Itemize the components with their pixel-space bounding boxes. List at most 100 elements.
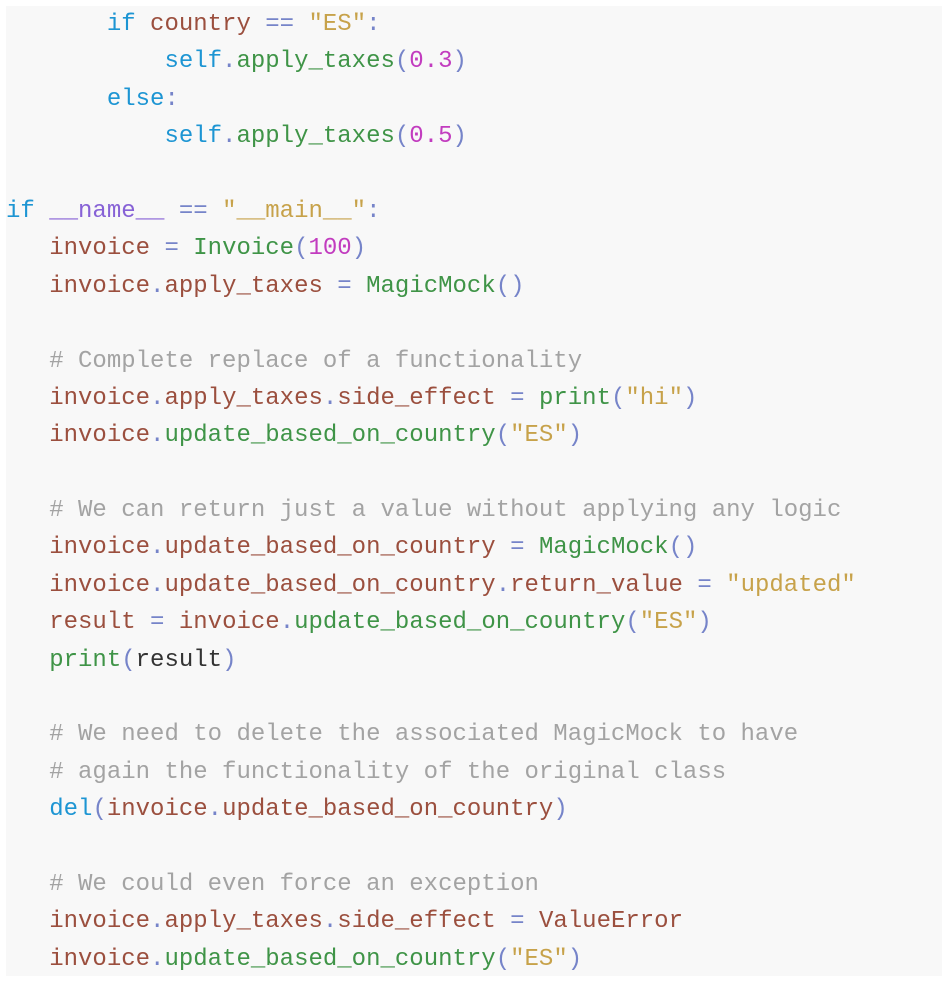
code-line: invoice.apply_taxes.side_effect = ValueE…: [6, 903, 856, 940]
code-line: self.apply_taxes(0.3): [6, 43, 856, 80]
code-token-text: [6, 946, 49, 973]
code-token-comment: # Complete replace of a functionality: [49, 347, 583, 375]
code-token-identifier: invoice: [49, 422, 151, 450]
code-token-function-name: print: [538, 384, 611, 412]
code-line: invoice.update_based_on_country.return_v…: [6, 567, 856, 604]
code-token-identifier: invoice: [106, 796, 208, 824]
code-token-punctuation: .: [222, 48, 237, 76]
code-token-punctuation: :: [366, 11, 381, 38]
code-token-punctuation: ): [222, 646, 237, 674]
code-token-string-literal: "__main__": [222, 197, 367, 225]
code-token-function-name: Invoice: [193, 235, 295, 263]
code-token-function-name: print: [49, 646, 122, 674]
code-token-keyword: if: [6, 197, 35, 225]
code-token-text: [164, 198, 178, 225]
code-token-text: [352, 273, 366, 300]
code-token-punctuation: .: [150, 534, 165, 562]
code-token-punctuation: =: [150, 609, 165, 637]
code-token-identifier: side_effect: [337, 384, 496, 412]
code-token-punctuation: .: [150, 945, 165, 973]
code-token-text: [6, 759, 49, 786]
code-token-punctuation: .: [150, 908, 165, 936]
code-token-comment: # We can return just a value without app…: [49, 497, 842, 525]
code-token-identifier: invoice: [49, 384, 151, 412]
code-token-dunder-name: __name__: [49, 197, 165, 225]
code-token-text: [323, 273, 337, 300]
code-token-comment: # We could even force an exception: [49, 870, 539, 898]
code-token-punctuation: ): [567, 945, 583, 973]
code-token-text: [683, 572, 697, 599]
code-token-text: [525, 385, 539, 412]
code-token-text: [6, 908, 49, 935]
code-line: # We can return just a value without app…: [6, 492, 856, 529]
code-line: # Complete replace of a functionality: [6, 343, 856, 380]
code-token-text: [496, 534, 510, 561]
code-token-text: [150, 235, 164, 262]
code-token-text: [6, 422, 49, 449]
code-token-punctuation: (: [495, 422, 511, 450]
code-token-string-literal: "ES": [510, 422, 568, 450]
code-token-punctuation: =: [164, 235, 179, 263]
code-line: [6, 829, 856, 866]
code-token-punctuation: ): [452, 123, 467, 151]
code-token-punctuation: ): [697, 609, 712, 637]
code-token-punctuation: (: [121, 646, 136, 674]
code-token-punctuation: .: [150, 272, 165, 300]
code-token-punctuation: (): [668, 534, 698, 562]
code-line: # again the functionality of the origina…: [6, 754, 856, 791]
code-token-function-name: update_based_on_country: [164, 422, 496, 450]
code-line: self.apply_taxes(0.5): [6, 118, 856, 155]
code-token-punctuation: (: [394, 123, 410, 151]
code-token-string-literal: "hi": [625, 384, 683, 412]
code-line: # We need to delete the associated Magic…: [6, 716, 856, 753]
code-token-punctuation: ): [682, 384, 698, 412]
code-token-text: [251, 11, 265, 38]
code-token-punctuation: (: [495, 945, 511, 973]
code-token-keyword: if: [106, 11, 136, 38]
code-line: if country == "ES":: [6, 6, 856, 43]
code-line: result = invoice.update_based_on_country…: [6, 604, 856, 641]
code-line: invoice.update_based_on_country("ES"): [6, 417, 856, 454]
code-token-keyword: del: [49, 796, 93, 824]
code-block: if country == "ES": self.apply_taxes(0.3…: [6, 6, 942, 976]
code-token-comment: # again the functionality of the origina…: [49, 758, 727, 786]
code-token-punctuation: .: [279, 609, 295, 637]
code-token-punctuation: (: [625, 609, 640, 637]
code-line: invoice.update_based_on_country = MagicM…: [6, 529, 856, 566]
code-line: del(invoice.update_based_on_country): [6, 791, 856, 828]
code-line: [6, 305, 856, 342]
code-token-text: result: [135, 646, 223, 674]
code-token-comment: # We need to delete the associated Magic…: [49, 721, 799, 749]
code-token-punctuation: .: [322, 908, 338, 936]
code-token-identifier: update_based_on_country: [164, 534, 496, 562]
code-token-identifier: invoice: [49, 571, 151, 599]
code-token-text: [496, 385, 510, 412]
code-token-text: [6, 721, 49, 748]
code-token-punctuation: =: [337, 272, 352, 300]
code-token-punctuation: .: [495, 571, 511, 599]
code-token-punctuation: =: [510, 908, 525, 936]
code-token-identifier: return_value: [510, 571, 683, 599]
code-token-text: [6, 123, 164, 150]
code-line: invoice.apply_taxes.side_effect = print(…: [6, 380, 856, 417]
code-token-text: [35, 198, 49, 225]
code-token-punctuation: =: [510, 534, 525, 562]
code-token-function-name: update_based_on_country: [294, 609, 626, 637]
code-token-string-literal: "ES": [308, 11, 367, 38]
code-token-punctuation: .: [222, 123, 237, 151]
code-token-text: [294, 11, 308, 38]
code-token-punctuation: ): [452, 48, 467, 76]
code-token-identifier: invoice: [49, 235, 151, 263]
code-token-punctuation: :: [164, 85, 179, 113]
code-token-punctuation: .: [150, 384, 165, 412]
code-token-text: [164, 609, 178, 636]
code-token-text: [6, 796, 49, 823]
code-token-punctuation: (: [294, 235, 309, 263]
code-token-text: [496, 908, 510, 935]
code-line: if __name__ == "__main__":: [6, 193, 856, 230]
code-token-punctuation: .: [150, 571, 165, 599]
code-token-identifier: country: [150, 11, 251, 38]
code-token-punctuation: =: [697, 571, 712, 599]
code-token-number-literal: 0.5: [409, 123, 453, 151]
code-token-text: [6, 647, 49, 674]
